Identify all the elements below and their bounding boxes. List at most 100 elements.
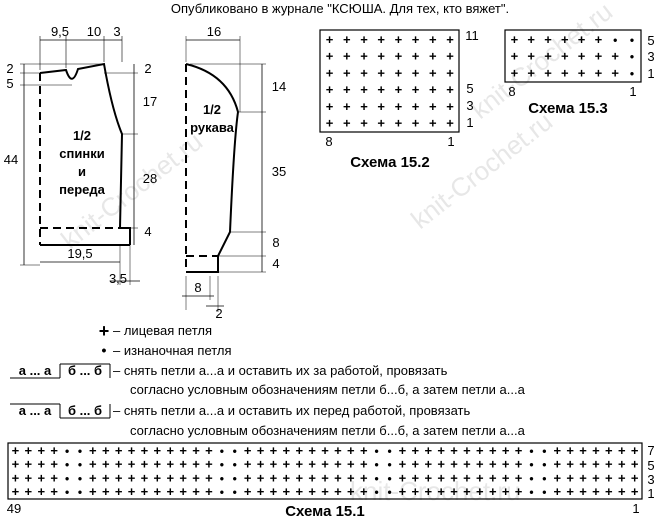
knit-stitch: + [244,443,252,458]
knit-stitch: + [511,49,519,64]
knit-stitch: + [578,65,586,80]
purl-stitch: • [529,485,533,499]
knit-stitch: + [605,484,613,499]
knit-stitch: + [360,65,368,80]
purl-stitch: • [220,444,224,458]
knit-stitch: + [561,32,569,47]
knit-stitch: + [412,65,420,80]
knit-stitch: + [631,457,639,472]
dim-label: 9,5 [51,24,69,39]
dim-label: 2 [215,306,222,321]
back-front-pattern: 1/2 спинки и переда 9,5 10 3 2 5 44 2 17… [4,24,157,286]
knit-stitch: + [37,470,45,485]
dim-label: 4 [144,224,151,239]
knit-stitch: + [12,443,20,458]
knit-stitch: + [515,443,523,458]
knit-stitch: + [166,457,174,472]
col-number: 49 [7,501,21,516]
purl-stitch: • [233,444,237,458]
knit-stitch: + [128,457,136,472]
scheme-grid [504,29,642,83]
watermark: knit-Crochet.ru [350,476,521,506]
knit-stitch: + [437,470,445,485]
knit-stitch: + [166,443,174,458]
knit-stitch: + [605,470,613,485]
knit-stitch: + [631,470,639,485]
knit-stitch: + [205,443,213,458]
dim-label: 14 [272,79,286,94]
knit-stitch: + [527,49,535,64]
row-number: 7 [647,443,654,458]
knit-stitch: + [566,484,574,499]
knit-stitch: + [179,484,187,499]
knit-stitch: + [553,457,561,472]
knit-stitch: + [257,470,265,485]
knit-stitch: + [154,457,162,472]
purl-stitch: • [613,33,617,47]
purl-stitch: • [387,444,391,458]
knit-stitch: + [553,443,561,458]
knit-stitch: + [424,470,432,485]
purl-stitch: • [233,458,237,472]
purl-stitch: • [630,50,634,64]
knit-stitch: + [377,99,385,114]
knit-stitch: + [511,32,519,47]
knit-stitch: + [595,65,603,80]
knit-stitch: + [12,457,20,472]
knit-stitch: + [446,116,454,131]
knit-stitch: + [399,484,407,499]
back-front-label: спинки [59,146,104,161]
knit-stitch: + [25,443,33,458]
back-front-label: и [78,164,86,179]
knit-stitch: + [308,443,316,458]
header-text: Опубликовано в журнале "КСЮША. Для тех, … [171,1,509,16]
knit-stitch: + [283,484,291,499]
knit-stitch: + [595,49,603,64]
knit-stitch: + [115,443,123,458]
knit-stitch: + [437,443,445,458]
knit-stitch: + [360,82,368,97]
knit-stitch: + [141,470,149,485]
knit-stitch: + [412,49,420,64]
knit-stitch: + [321,470,329,485]
purl-stitch: • [375,471,379,485]
knit-stitch: + [343,49,351,64]
knit-stitch: + [424,484,432,499]
purl-stitch: • [375,485,379,499]
knit-stitch: + [128,470,136,485]
knit-stitch: + [446,99,454,114]
knit-stitch: + [154,443,162,458]
purl-stitch: • [220,471,224,485]
knit-stitch: + [50,484,58,499]
knit-stitch: + [611,49,619,64]
knit-stitch: + [579,484,587,499]
purl-stitch: • [220,485,224,499]
purl-stitch: • [529,444,533,458]
knit-stitch: + [463,443,471,458]
knit-stitch: + [343,116,351,131]
knit-stitch: + [395,99,403,114]
knit-stitch: + [424,443,432,458]
knit-stitch: + [270,457,278,472]
knit-stitch: + [429,82,437,97]
knit-stitch: + [334,484,342,499]
knit-stitch: + [476,484,484,499]
knit-stitch: + [631,443,639,458]
knit-stitch: + [579,443,587,458]
purl-stitch: • [630,33,634,47]
knit-stitch: + [50,443,58,458]
col-number: 8 [508,84,515,99]
knit-stitch: + [544,65,552,80]
knit-stitch: + [50,457,58,472]
dim-label: 2 [144,61,151,76]
knit-stitch: + [566,443,574,458]
purl-stitch: • [542,458,546,472]
knit-stitch: + [295,457,303,472]
knit-stitch: + [377,65,385,80]
dim-label: 2 [6,61,13,76]
knit-stitch: + [592,457,600,472]
knit-stitch: + [308,457,316,472]
knit-stitch: + [326,82,334,97]
knit-stitch: + [321,484,329,499]
knit-stitch: + [515,470,523,485]
